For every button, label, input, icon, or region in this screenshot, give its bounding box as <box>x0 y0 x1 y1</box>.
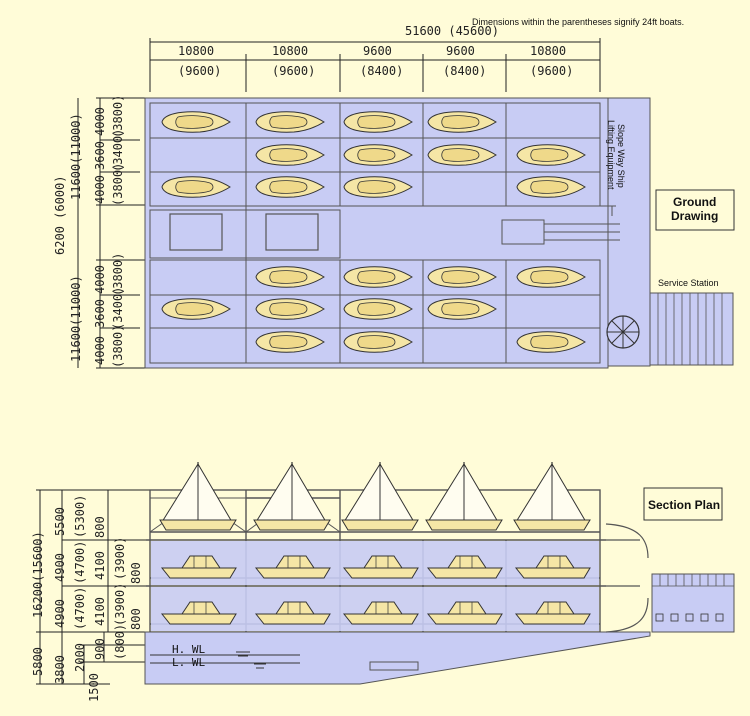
section-level-24-3: (5300) <box>73 495 87 538</box>
section-level-dim-2: 4900 <box>53 553 67 582</box>
col-dim-24-1: (9600) <box>178 64 221 78</box>
note-text: Dimensions within the parentheses signif… <box>472 17 684 27</box>
section-inner-800: 800 <box>93 516 107 538</box>
sailboat <box>253 461 331 531</box>
base-dim-2000: 2000 <box>73 643 87 672</box>
col-dim-24-3: (8400) <box>360 64 403 78</box>
section-inner-800-a: 800 <box>129 608 143 630</box>
base-dim-800-24: (800) <box>113 624 127 660</box>
upper-block-dim: 11600(11000) <box>69 113 83 200</box>
ground-drawing-label-1: Ground <box>673 195 716 209</box>
ramp-grating <box>369 661 419 671</box>
section-inner-3900-b: (3900) <box>113 537 127 580</box>
turntable-icon <box>606 315 640 349</box>
section-level-dim-3: 5500 <box>53 507 67 536</box>
upper-dim-b: 3600 <box>93 141 107 170</box>
low-water-level: L. WL <box>172 656 205 669</box>
section-inner-3900-a: (3900) <box>113 583 127 626</box>
high-water-level: H. WL <box>172 643 205 656</box>
service-station-area <box>649 292 734 366</box>
section-left-dim-lines <box>36 489 160 685</box>
col-dim-5: 10800 <box>530 44 566 58</box>
sailboat <box>159 461 237 531</box>
ground-drawing-label-2: Drawing <box>671 209 718 223</box>
section-inner-4100-b: 4100 <box>93 551 107 580</box>
middle-gap-dim: 6200 (6000) <box>53 176 67 255</box>
lift-curve <box>605 523 649 633</box>
section-level-24-1: (4700) <box>73 587 87 630</box>
quay-base <box>144 631 651 685</box>
sailboat <box>425 461 503 531</box>
equipment-label-1: Slope Way Ship <box>616 124 626 188</box>
upper-dim-24-c: (3800) <box>111 163 125 206</box>
ground-drawing-box <box>655 189 735 231</box>
section-level-dim-1: 4900 <box>53 599 67 628</box>
upper-dim-a: 4000 <box>93 107 107 136</box>
col-dim-2: 10800 <box>272 44 308 58</box>
upper-rack-outline <box>149 102 601 207</box>
service-station-hatching <box>657 293 723 365</box>
lower-dim-a: 4000 <box>93 265 107 294</box>
base-dim-3800: 3800 <box>53 655 67 684</box>
col-dim-24-4: (8400) <box>443 64 486 78</box>
elevator-bay-1 <box>169 213 223 251</box>
base-dim-900: 900 <box>93 638 107 660</box>
rail-lines <box>544 205 620 241</box>
upper-dim-c: 4000 <box>93 175 107 204</box>
total-width-label: 51600 (45600) <box>405 24 499 38</box>
sailboats <box>159 461 591 531</box>
rack-column-lines <box>150 103 600 363</box>
lower-rack-outline <box>149 259 601 364</box>
section-plan-label: Section Plan <box>648 498 720 512</box>
lower-block-dim: 11600(11000) <box>69 275 83 362</box>
section-inner-4100-a: 4100 <box>93 597 107 626</box>
service-station-section <box>651 573 735 633</box>
section-level-24-2: (4700) <box>73 541 87 584</box>
col-dim-3: 9600 <box>363 44 392 58</box>
equipment-label-2: Lifting Equipment <box>606 120 616 190</box>
base-dim-1500: 1500 <box>87 673 101 702</box>
lower-dim-24-a: (3800) <box>111 253 125 296</box>
top-dimension-lines <box>149 38 601 92</box>
middle-passage <box>149 209 341 259</box>
water-lines <box>150 651 300 669</box>
upper-dim-24-a: (3800) <box>111 95 125 138</box>
col-dim-24-5: (9600) <box>530 64 573 78</box>
section-plan-box <box>643 487 723 521</box>
service-station-label: Service Station <box>658 278 719 288</box>
service-station-windows <box>655 613 724 622</box>
sailboat <box>513 461 591 531</box>
lower-dim-c: 4000 <box>93 336 107 365</box>
elevator-bay-2 <box>265 213 319 251</box>
col-dim-24-2: (9600) <box>272 64 315 78</box>
lower-dim-24-b: (3400) <box>111 287 125 330</box>
col-dim-1: 10800 <box>178 44 214 58</box>
left-dimension-lines <box>77 97 150 369</box>
section-total-dim: 16200(15600) <box>31 531 45 618</box>
col-dim-4: 9600 <box>446 44 475 58</box>
sailboat <box>341 461 419 531</box>
base-dim-5800: 5800 <box>31 647 45 676</box>
lower-dim-b: 3600 <box>93 299 107 328</box>
upper-dim-24-b: (3400) <box>111 129 125 172</box>
lower-dim-24-c: (3800) <box>111 325 125 368</box>
service-station-roof <box>652 574 734 587</box>
section-inner-800-b: 800 <box>129 562 143 584</box>
